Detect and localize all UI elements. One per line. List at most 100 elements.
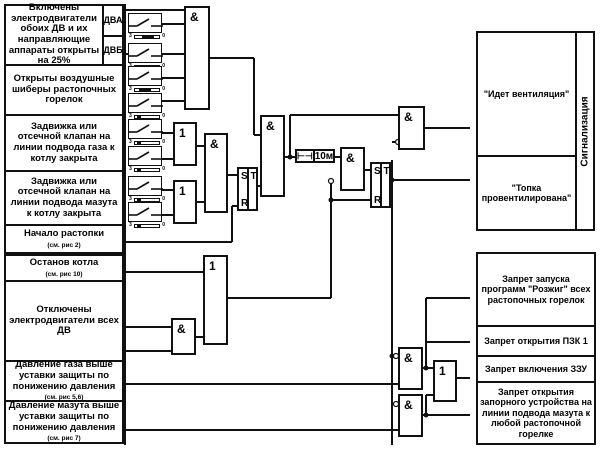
input-dv-enabled-text: Включены электродвигатели обоих ДВ и их …: [8, 2, 100, 67]
switch-contact: [128, 202, 163, 222]
input-oil-valve-text: Задвижка или отсечной клапан на линии по…: [10, 175, 118, 219]
output-ban-pzk-text: Запрет открытия ПЗК 1: [484, 335, 588, 346]
switch-contact: [128, 93, 163, 113]
and-gate-dv-air: &: [184, 6, 210, 110]
output-ventilation-text: "Идет вентиляция": [483, 88, 570, 99]
switch-contact: [128, 146, 163, 166]
output-ban-oil: Запрет открытия запорного устройства на …: [476, 381, 596, 445]
output-vented: "Топка провентилирована": [476, 155, 577, 231]
input-stop-text: Останов котла: [29, 257, 99, 269]
input-oil-valve: Задвижка или отсечной клапан на линии по…: [4, 170, 124, 226]
and-gate-dv-off: &: [171, 318, 196, 355]
and-symbol: &: [266, 119, 275, 133]
trigger-rs-1: S R T: [237, 167, 258, 211]
input-boiler-stop: Останов котла(см. рис 10): [4, 254, 124, 282]
timer-icon: ⊢⊣: [297, 151, 315, 161]
input-start-ref: (см. рис 2): [47, 241, 81, 249]
input-dv-off-text: Отключены электродвигатели всех ДВ: [9, 304, 119, 337]
scale-min: 3: [129, 33, 132, 39]
input-gas-pressure: Давление газа выше уставки защиты по пон…: [4, 360, 124, 402]
and-symbol: &: [404, 351, 413, 365]
trigger-reset: R: [374, 195, 382, 206]
and-gate-oil-ban: &: [398, 394, 423, 437]
input-oil-pressure-text: Давление мазута выше уставки защиты по п…: [8, 400, 120, 433]
scale-min: 3: [129, 196, 132, 202]
switch-contact: [128, 13, 163, 33]
input-gas-valve-text: Задвижка или отсечной клапан на линии по…: [13, 120, 115, 164]
scale-min: 3: [129, 113, 132, 119]
input-oil-pressure: Давление мазута выше уставки защиты по п…: [4, 400, 124, 444]
signalling-label: Сигнализация: [579, 95, 591, 167]
signalling-group: Сигнализация: [575, 31, 595, 231]
or-symbol: 1: [209, 259, 216, 273]
output-ban-ignition-text: Запрет запуска программ "Розжиг" всех ра…: [481, 273, 591, 305]
input-start-ignition: Начало растопки(см. рис 2): [4, 224, 124, 254]
trigger-type: T: [383, 166, 390, 177]
dv-a-label: ДВА: [102, 4, 124, 37]
or-gate-stop: 1: [203, 255, 228, 345]
dv-b-text: ДВБ: [103, 45, 123, 56]
switch-contact: [128, 66, 163, 86]
input-gas-pressure-ref: (см. рис 5,6): [44, 394, 84, 402]
input-air-dampers: Открыты воздушные шиберы растопочных гор…: [4, 64, 124, 116]
output-ban-oil-text: Запрет открытия запорного устройства на …: [480, 387, 592, 439]
trigger-type: T: [250, 171, 257, 182]
and-symbol: &: [177, 322, 186, 336]
and-symbol: &: [404, 398, 413, 412]
scale-max: 0: [162, 33, 165, 39]
and-symbol: &: [210, 137, 219, 151]
scale-max: 0: [162, 196, 165, 202]
scale-max: 0: [162, 86, 165, 92]
or-symbol: 1: [179, 184, 186, 198]
scale-min: 3: [129, 139, 132, 145]
timer-10min: ⊢⊣ 10м: [295, 149, 335, 163]
output-ban-zzu-text: Запрет включения ЗЗУ: [484, 363, 588, 374]
and-symbol: &: [190, 10, 199, 24]
input-dv-enabled: Включены электродвигатели обоих ДВ и их …: [4, 2, 104, 67]
scale-max: 0: [162, 222, 165, 228]
scale-max: 0: [162, 63, 165, 69]
input-stop-ref: (см. рис 10): [45, 270, 83, 278]
input-start-text: Начало растопки: [23, 228, 105, 240]
scale-min: 3: [129, 86, 132, 92]
input-gas-valve: Задвижка или отсечной клапан на линии по…: [4, 114, 124, 172]
input-gas-pressure-text: Давление газа выше уставки защиты по пон…: [12, 359, 116, 392]
and-gate-timer: &: [340, 147, 365, 191]
and-gate-valves: &: [204, 133, 228, 213]
output-ban-ignition: Запрет запуска программ "Розжиг" всех ра…: [476, 252, 596, 327]
output-ban-pzk: Запрет открытия ПЗК 1: [476, 325, 596, 357]
switch-contact: [128, 176, 163, 196]
input-air-dampers-text: Открыты воздушные шиберы растопочных гор…: [11, 73, 117, 106]
dv-a-text: ДВА: [103, 15, 123, 26]
switch-contact: [128, 119, 163, 139]
input-dv-off: Отключены электродвигатели всех ДВ: [4, 280, 124, 362]
or-symbol: 1: [439, 364, 446, 378]
trigger-set: S: [241, 171, 248, 182]
trigger-reset: R: [241, 198, 249, 209]
scale-max: 0: [162, 113, 165, 119]
scale-max: 0: [162, 166, 165, 172]
switch-contact: [128, 43, 163, 63]
and-symbol: &: [404, 110, 413, 124]
or-gate-gas: 1: [173, 122, 197, 166]
output-vented-text: "Топка провентилирована": [481, 182, 572, 203]
and-symbol: &: [346, 151, 355, 165]
or-symbol: 1: [179, 126, 186, 140]
output-ventilation: "Идет вентиляция": [476, 31, 577, 157]
or-gate-zzu: 1: [433, 360, 457, 402]
and-gate-gas-ban: &: [398, 347, 423, 390]
dv-b-label: ДВБ: [102, 35, 124, 66]
scale-min: 3: [129, 222, 132, 228]
timer-value: 10м: [314, 151, 334, 162]
or-gate-oil: 1: [173, 180, 197, 224]
